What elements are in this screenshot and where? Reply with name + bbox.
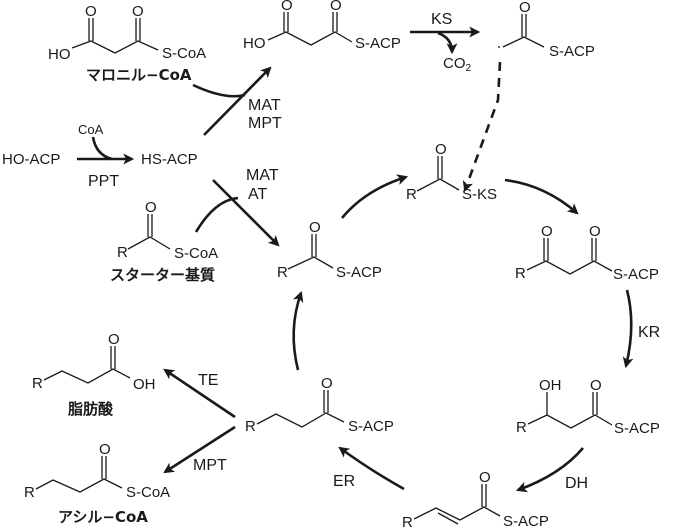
malonyl-coa-o2: O [132,3,144,20]
starter-input-arrow [194,196,239,233]
enzyme-er-label: ER [333,473,355,490]
ho-acp-label: HO-ACP [2,151,60,168]
malonyl-coa-chain [71,40,159,54]
malonyl-coa-molecule: HO O O S-CoA マロニル−CoA [48,3,206,84]
condensation-dashed-arrow [462,61,502,193]
enzyme-kr-label: KR [638,324,660,341]
mat-at-arrow [212,179,280,247]
malonyl-acp-o1: O [281,0,293,14]
enoyl-acp-r: R [402,514,413,530]
ketoacyl-acp-sacp: S-ACP [613,266,659,283]
hydroxyacyl-acp-molecule: R OH O S-ACP [516,377,660,437]
fatty-acid-molecule: R O OH 脂肪酸 [32,331,156,418]
saturated-acyl-acp-r: R [245,418,256,435]
enoyl-acp-sacp: S-ACP [503,513,549,530]
enoyl-acp-molecule: R O S-ACP [402,469,549,530]
enzyme-ks-label: KS [431,11,452,28]
enzyme-te-label: TE [198,372,218,389]
enzyme-at-label: AT [248,186,267,203]
condensation-arrow [504,178,579,215]
saturated-acyl-acp-molecule: R O S-ACP [245,375,394,435]
hydroxyacyl-acp-o: O [590,377,602,394]
enzyme-dh-label: DH [565,475,588,492]
ketoacyl-acp-o1: O [541,223,553,240]
acyl-acp-sacp: S-ACP [336,264,382,281]
acyl-ks-r: R [406,186,417,203]
kr-arrow [622,289,634,369]
coa-input-arrow [91,136,113,161]
acyl-acp-fragment: O S-ACP [498,0,595,60]
acyl-coa-name: アシル−CoA [58,508,148,526]
mat-mpt-arrow [203,66,272,136]
enzyme-ppt-label: PPT [88,173,119,190]
malonyl-coa-ho: HO [48,46,71,63]
enzyme-mpt-label-1: MPT [248,115,282,132]
starter-scoa: S-CoA [174,245,218,262]
malonyl-acp-ho: HO [243,35,266,52]
acyl-ks-o: O [435,141,447,158]
malonyl-acp-o2: O [330,0,342,14]
saturated-acyl-acp-sacp: S-ACP [348,418,394,435]
acyl-acp-o: O [309,219,321,236]
dh-arrow [515,447,584,493]
acyl-ks-sks: S-KS [462,186,497,203]
malonyl-coa-name: マロニル−CoA [86,66,192,84]
acyl-acp-fragment-sacp: S-ACP [549,43,595,60]
ketoacyl-acp-molecule: R O O S-ACP [515,223,659,283]
te-arrow [163,368,236,419]
malonyl-coa-scoa: S-CoA [162,45,206,62]
starter-r: R [117,244,128,261]
hydroxyacyl-acp-sacp: S-ACP [614,420,660,437]
acyl-coa-r: R [24,484,35,501]
hs-acp-label: HS-ACP [141,151,198,168]
malonyl-acp-sacp: S-ACP [355,35,401,52]
fatty-acid-o: O [108,331,120,348]
malonyl-coa-o1: O [85,3,97,20]
hydroxyacyl-acp-oh: OH [539,377,562,394]
ketoacyl-acp-r: R [515,265,526,282]
enzyme-mat-label-2: MAT [246,167,279,184]
fatty-acid-name: 脂肪酸 [68,400,114,418]
acyl-coa-o: O [99,441,111,458]
er-arrow [338,446,405,491]
fatty-acid-oh: OH [133,376,156,393]
acyl-acp-fragment-o: O [519,0,531,16]
next-cycle-arrow [292,290,304,371]
acyl-acp-molecule: R O S-ACP [277,219,382,281]
starter-o: O [145,199,157,216]
fatty-acid-r: R [32,375,43,392]
coa-cofactor-label: CoA [78,122,104,137]
hydroxyacyl-acp-r: R [516,419,527,436]
enzyme-mat-label-1: MAT [248,97,281,114]
enoyl-acp-o: O [479,469,491,486]
saturated-acyl-acp-o: O [321,375,333,392]
malonyl-acp-molecule: HO O O S-ACP [243,0,401,52]
co2-label: CO2 [443,55,472,74]
acyl-coa-molecule: R O S-CoA アシル−CoA [24,441,170,526]
transfer-to-ks-arrow [340,174,409,219]
co2-release-arrow [437,31,458,55]
enzyme-mpt-label-2: MPT [193,457,227,474]
acyl-ks-molecule: R O S-KS [406,141,497,203]
malonyl-coa-input-arrow [192,83,246,98]
starter-name: スターター基質 [110,266,215,284]
ketoacyl-acp-o2: O [589,223,601,240]
mpt-release-arrow [163,425,236,474]
starter-substrate-molecule: R O S-CoA スターター基質 [110,199,218,284]
acyl-acp-r: R [277,264,288,281]
acyl-coa-scoa: S-CoA [126,484,170,501]
